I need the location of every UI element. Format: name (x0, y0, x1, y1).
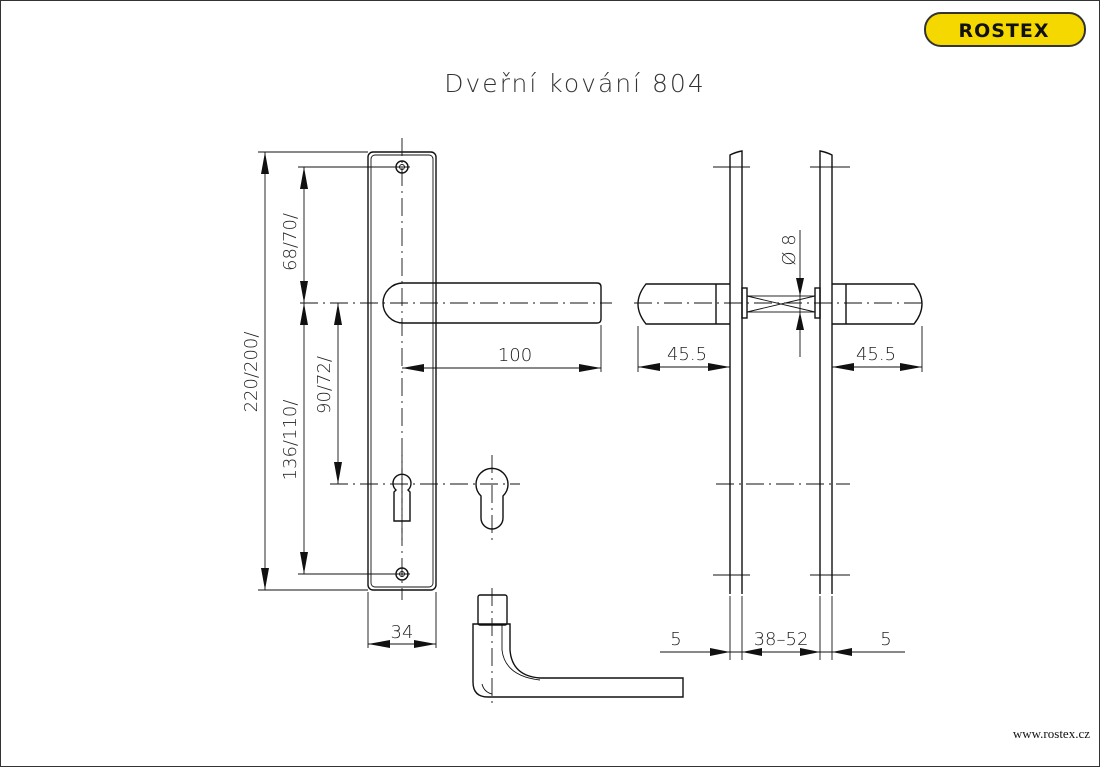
keyhole (392, 473, 412, 522)
dim-spindle: 8 (779, 234, 800, 245)
dim-screw-to-handle: 68/70/ (280, 213, 301, 271)
dim-handle-to-key: 90/72/ (314, 356, 335, 414)
cylinder-profile (475, 467, 509, 530)
side-view: Ø 8 45.5 45.5 5 38–52 5 (634, 150, 926, 660)
rosette-left (741, 287, 748, 319)
dim-plate-thickness-right: 5 (880, 629, 891, 650)
dim-plate-width: 34 (391, 622, 414, 643)
dim-handle-depth-right: 45.5 (856, 344, 896, 365)
logo-text: ROSTEX (958, 20, 1049, 42)
handle-top-view (382, 282, 602, 324)
plate-right-side (819, 150, 833, 594)
page-title: Dveřní kování 804 (444, 69, 705, 98)
footer-url: www.rostex.cz (1013, 726, 1090, 741)
dim-handle-length: 100 (498, 345, 532, 366)
handle-left-side (637, 283, 730, 325)
rostex-logo: ROSTEX (924, 12, 1086, 47)
dim-handle-depth-left: 45.5 (667, 344, 707, 365)
front-dimensions: 220/200/ 136/110/ 68/70/ 90/72/ 100 34 (241, 151, 602, 648)
handle-right-side (832, 283, 923, 325)
plate-left-side (729, 150, 743, 594)
dim-door-thickness: 38–52 (754, 629, 809, 650)
svg-text:Ø 8: Ø 8 (779, 234, 800, 265)
front-view (300, 138, 612, 600)
dim-total-height: 220/200/ (241, 332, 262, 413)
diameter-symbol: Ø (779, 252, 800, 266)
spindle (746, 295, 816, 313)
handle-side-profile (472, 588, 684, 706)
dim-plate-thickness-left: 5 (670, 629, 681, 650)
dim-screw-to-bottom: 136/110/ (280, 400, 301, 481)
